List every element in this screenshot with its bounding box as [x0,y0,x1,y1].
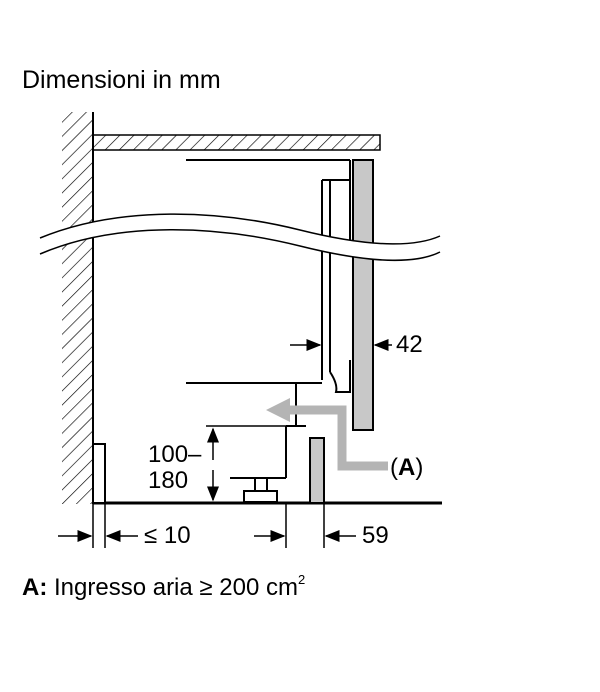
legend-key: A: [22,574,48,601]
dimension-bottom [58,504,356,548]
page-title: Dimensioni in mm [22,66,221,94]
door-panel [352,159,374,431]
appliance-body [186,159,351,479]
callout-a: (A) [390,454,423,482]
label-plinth-height-bottom: 180 [148,467,189,494]
wall [62,112,94,504]
legend-superscript: 2 [297,572,306,587]
label-panel-thickness: 42 [396,331,423,358]
callout-close: ) [415,454,424,481]
label-plinth-height-top: 100– [148,441,202,468]
label-plinth-depth: 59 [362,522,389,549]
top-shelf [92,134,381,151]
callout-letter: A [398,454,416,481]
airflow-arrow [266,398,388,471]
callout-open: ( [390,454,398,481]
plinth [309,437,325,504]
adjustable-foot [243,477,278,503]
left-support [92,443,106,504]
break-line [39,213,441,261]
dimension-plinth-height [206,425,286,502]
label-gap-max: ≤ 10 [144,522,191,549]
legend: A: Ingresso aria ≥ 200 cm2 [22,572,305,602]
legend-text: Ingresso aria ≥ 200 cm [54,574,298,601]
